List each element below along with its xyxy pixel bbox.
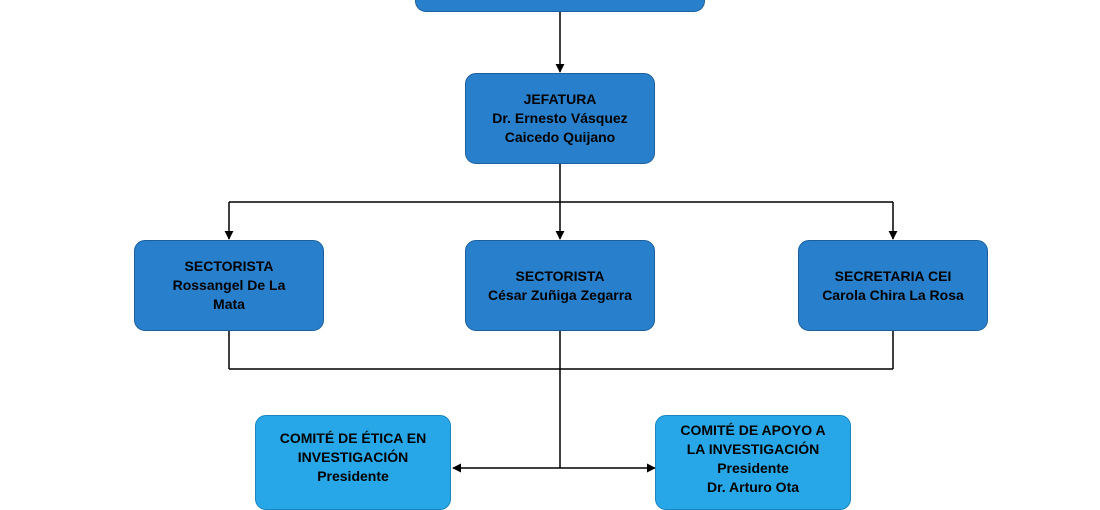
connector-lines	[224, 12, 898, 473]
comite-apoyo-line-2: Presidente	[717, 460, 789, 476]
comite-apoyo-line-3: Dr. Arturo Ota	[706, 479, 800, 495]
comite-etica-box: COMITÉ DE ÉTICA EN INVESTIGACIÓN President…	[255, 415, 451, 510]
comite-etica-line-2: Presidente	[317, 468, 389, 484]
sectorista-1-box: SECTORISTA Rossangel De La Mata	[134, 240, 324, 331]
top-box	[415, 0, 705, 12]
jefatura-line-2: Caicedo Quijano	[504, 129, 616, 145]
comite-etica-line-0: COMITÉ DE ÉTICA EN	[279, 430, 427, 446]
sectorista-1-line-1: Rossangel De La	[172, 277, 286, 293]
sectorista-2-box: SECTORISTA César Zuñiga Zegarra	[465, 240, 655, 331]
secretaria-line-1: Carola Chira La Rosa	[822, 286, 964, 303]
comite-apoyo-line-0: COMITÉ DE APOYO A	[680, 422, 826, 438]
secretaria-line-0: SECRETARIA CEI	[834, 267, 952, 284]
sectorista-2-line-0: SECTORISTA	[515, 267, 605, 284]
comite-apoyo-line-1: LA INVESTIGACIÓN	[686, 441, 820, 457]
sectorista-1-line-2: Mata	[213, 296, 245, 312]
comite-etica-line-1: INVESTIGACIÓN	[297, 449, 409, 465]
jefatura-line-0: JEFATURA	[523, 91, 597, 107]
sectorista-2-line-1: César Zuñiga Zegarra	[488, 286, 632, 303]
sectorista-1-line-0: SECTORISTA	[184, 258, 274, 274]
secretaria-box: SECRETARIA CEI Carola Chira La Rosa	[798, 240, 988, 331]
comite-apoyo-box: COMITÉ DE APOYO A LA INVESTIGACIÓN Preside…	[655, 415, 851, 510]
jefatura-line-1: Dr. Ernesto Vásquez	[492, 110, 628, 126]
